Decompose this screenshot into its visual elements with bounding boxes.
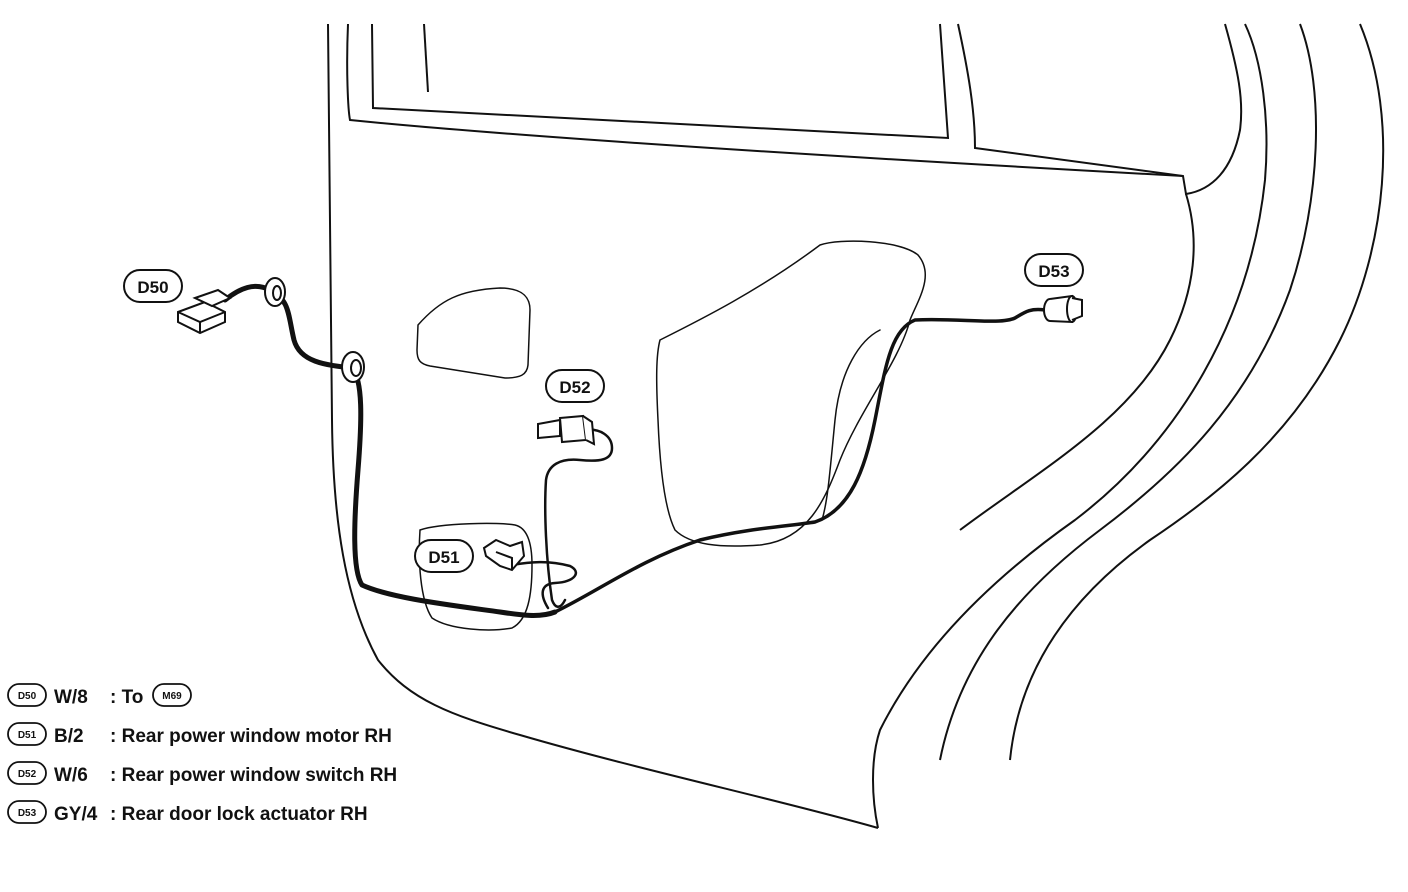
door-rear-edge-1: [872, 23, 1268, 829]
svg-text:: To: : To: [110, 687, 143, 708]
svg-text:D50: D50: [18, 691, 37, 702]
door-rear-edge-2: [939, 23, 1317, 761]
connector-d51-body: [482, 538, 526, 572]
svg-text:W/6: W/6: [54, 765, 88, 786]
legend-row-d50: D50 W/8 : To M69: [7, 683, 192, 708]
door-rear-edge-3: [1009, 23, 1385, 761]
grommets: [264, 277, 365, 383]
svg-text:D52: D52: [18, 769, 37, 780]
svg-text:D51: D51: [428, 548, 459, 567]
door-trim-edge: [959, 193, 1195, 531]
access-hole-upper: [416, 287, 531, 379]
legend-row-d52: D52 W/6 : Rear power window switch RH: [7, 761, 397, 786]
svg-text:W/8: W/8: [54, 687, 88, 708]
access-hole-lower: [418, 522, 533, 631]
wire-harness: [222, 283, 1047, 618]
door-sash-line: [346, 23, 1184, 177]
svg-text:B/2: B/2: [54, 726, 84, 747]
window-frame-left: [371, 23, 950, 140]
svg-text:D52: D52: [559, 378, 590, 397]
connector-label-d52: D52: [545, 369, 605, 403]
grommet-lower-hole: [350, 359, 362, 377]
svg-text:: Rear power window switch RH: : Rear power window switch RH: [110, 765, 397, 786]
svg-text:: Rear power window motor RH: : Rear power window motor RH: [110, 726, 392, 747]
connector-d52-body: [537, 414, 596, 446]
window-frame-right: [957, 23, 1243, 196]
door-outline: [327, 23, 1385, 829]
door-inner-edge: [327, 23, 879, 829]
legend: D50 W/8 : To M69 D51 B/2 : Rear power wi…: [7, 683, 397, 825]
connector-label-d51: D51: [414, 539, 474, 573]
svg-text:D53: D53: [18, 808, 37, 819]
harness-loop-inner: [821, 329, 881, 521]
legend-row-d51: D51 B/2 : Rear power window motor RH: [7, 722, 392, 747]
connector-label-d53: D53: [1024, 253, 1084, 287]
svg-text:M69: M69: [162, 691, 182, 702]
window-frame-inner: [423, 23, 429, 93]
harness-d52-branch: [544, 428, 614, 608]
grommet-upper-hole: [272, 285, 282, 301]
svg-text:D53: D53: [1038, 262, 1069, 281]
connector-d53-body: [1043, 294, 1083, 324]
svg-text:: Rear door lock actuator RH: : Rear door lock actuator RH: [110, 804, 368, 825]
svg-text:D51: D51: [18, 730, 37, 741]
harness-d51-branch: [510, 560, 578, 610]
harness-d53-branch: [553, 307, 1047, 614]
connector-d50-body: [177, 288, 233, 335]
access-hole-large: [655, 240, 927, 547]
access-holes: [416, 240, 927, 631]
connector-label-d50: D50: [123, 269, 183, 303]
svg-text:GY/4: GY/4: [54, 804, 98, 825]
svg-text:D50: D50: [137, 278, 168, 297]
legend-row-d53: D53 GY/4 : Rear door lock actuator RH: [7, 800, 368, 825]
